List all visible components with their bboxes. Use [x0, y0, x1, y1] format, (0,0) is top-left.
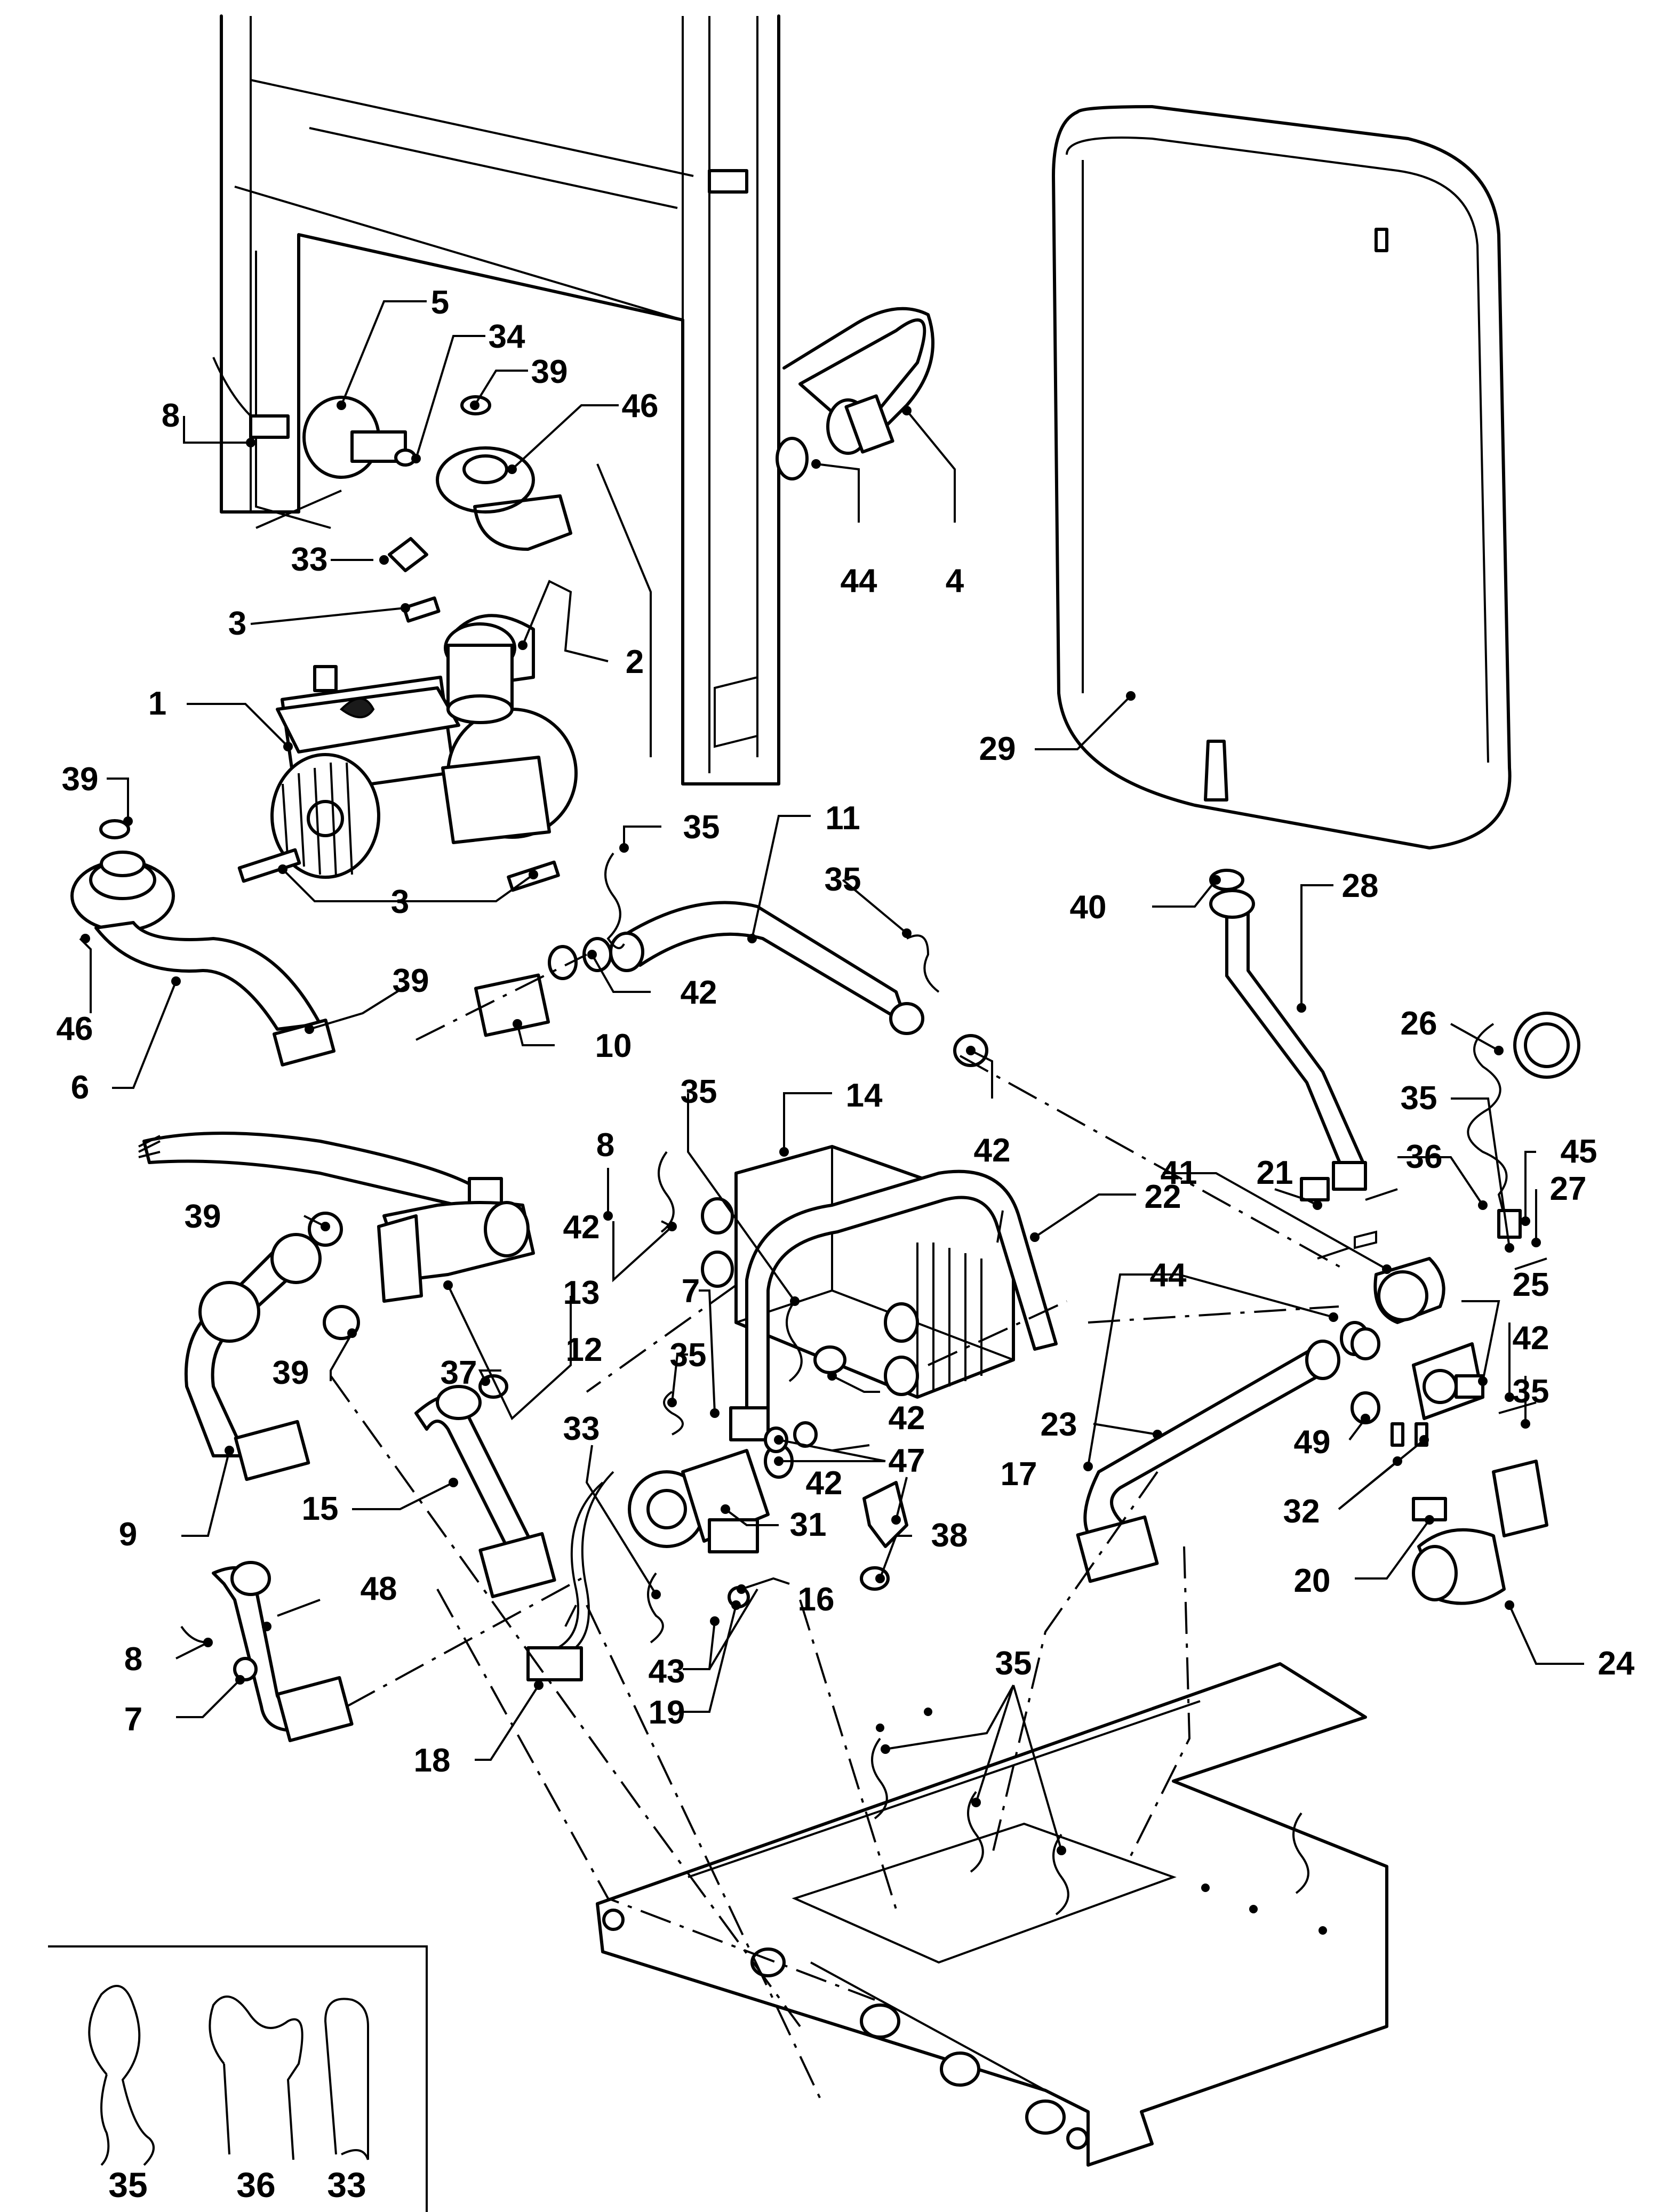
callout-10: 10 [595, 1028, 632, 1064]
callout-21: 21 [1257, 1155, 1293, 1191]
callout-48: 48 [361, 1570, 397, 1607]
callout-35: 35 [995, 1645, 1032, 1682]
callout-44: 44 [1150, 1257, 1187, 1294]
gauge-and-valve [1412, 1012, 1580, 1605]
callout-17: 17 [1001, 1456, 1037, 1493]
callout-12: 12 [566, 1332, 603, 1368]
retaining-clips [604, 852, 1547, 1916]
callout-38: 38 [931, 1517, 968, 1554]
callout-39: 39 [531, 354, 568, 390]
callout-35: 35 [670, 1337, 707, 1374]
pump-assembly [270, 614, 578, 879]
callout-8: 8 [596, 1127, 614, 1164]
callout-35: 35 [683, 809, 720, 846]
pipe-15-48 [180, 1374, 556, 1742]
callout-8: 8 [162, 397, 180, 434]
callout-19: 19 [649, 1694, 685, 1731]
callout-36: 36 [1406, 1139, 1443, 1175]
callout-6: 6 [71, 1069, 89, 1106]
callout-47: 47 [889, 1442, 925, 1479]
callout-26: 26 [1401, 1005, 1437, 1042]
callout-5: 5 [431, 284, 449, 321]
callout-23: 23 [1041, 1406, 1077, 1443]
callout-29: 29 [979, 731, 1016, 767]
callout-35: 35 [825, 861, 861, 898]
legend-label-35: 35 [108, 2165, 147, 2205]
callout-39: 39 [185, 1198, 221, 1235]
legend-label-36: 36 [236, 2165, 275, 2205]
harness-and-valve [138, 1132, 535, 1303]
callout-1: 1 [148, 685, 166, 722]
callout-42: 42 [1513, 1320, 1549, 1357]
expansion-vessel [1052, 105, 1512, 849]
callout-20: 20 [1294, 1562, 1331, 1599]
callout-43: 43 [649, 1653, 685, 1690]
callout-42: 42 [974, 1132, 1011, 1169]
mounting-bracket [596, 1662, 1388, 2167]
legend-label-33: 33 [327, 2165, 366, 2205]
callout-32: 32 [1283, 1493, 1320, 1530]
callout-22: 22 [1145, 1179, 1181, 1215]
callout-42: 42 [806, 1465, 843, 1502]
callout-33: 33 [563, 1410, 600, 1447]
callout-40: 40 [1070, 889, 1107, 926]
callout-8: 8 [124, 1641, 142, 1678]
pipe-23-28-fittings [1076, 869, 1484, 1583]
callout-35: 35 [681, 1073, 717, 1110]
clip-35-shape [88, 1985, 155, 2166]
callout-49: 49 [1294, 1424, 1331, 1461]
callout-39: 39 [393, 963, 429, 999]
leader-lines [79, 300, 1584, 1855]
callout-25: 25 [1513, 1267, 1549, 1303]
heat-exchanger [701, 1145, 1058, 1441]
callout-45: 45 [1561, 1133, 1597, 1170]
pipe-10-11 [474, 901, 988, 1067]
pipe-6-assembly [70, 819, 336, 1067]
callout-42: 42 [681, 974, 717, 1011]
callout-46: 46 [622, 388, 659, 424]
callout-42: 42 [889, 1400, 925, 1437]
callout-16: 16 [798, 1581, 835, 1618]
callout-35: 35 [1401, 1080, 1437, 1117]
callout-42: 42 [563, 1209, 600, 1246]
callout-34: 34 [489, 318, 525, 355]
clip-legend: 35 36 33 [48, 1945, 428, 2212]
callout-28: 28 [1342, 868, 1379, 904]
callout-41: 41 [1161, 1155, 1197, 1191]
callout-7: 7 [124, 1701, 142, 1738]
callout-3: 3 [391, 884, 409, 920]
assembly-lines [330, 953, 1345, 2102]
callout-14: 14 [846, 1077, 883, 1114]
clip-33-shape [324, 1998, 369, 2160]
callout-44: 44 [841, 563, 877, 599]
callout-46: 46 [57, 1011, 93, 1047]
callout-9: 9 [119, 1516, 137, 1553]
callout-3: 3 [228, 605, 246, 642]
callout-18: 18 [414, 1742, 451, 1779]
callout-13: 13 [563, 1275, 600, 1311]
callout-39: 39 [273, 1355, 309, 1391]
callout-11: 11 [825, 800, 860, 837]
callout-27: 27 [1550, 1171, 1587, 1207]
callout-35: 35 [1513, 1373, 1549, 1410]
callout-39: 39 [62, 761, 99, 798]
callout-33: 33 [291, 541, 328, 578]
callout-4: 4 [946, 563, 964, 599]
callout-7: 7 [682, 1273, 700, 1310]
callout-labels: 5 34 39 46 8 33 3 2 1 44 4 29 39 46 6 3 … [57, 284, 1635, 1779]
callout-24: 24 [1598, 1645, 1635, 1682]
top-return-pipe [776, 307, 934, 480]
upper-motor-connector [212, 357, 572, 572]
callout-15: 15 [302, 1490, 339, 1527]
callout-2: 2 [626, 644, 644, 680]
clip-36-shape [209, 1995, 303, 2160]
callout-37: 37 [441, 1355, 477, 1391]
boiler-chassis [220, 14, 780, 786]
callout-31: 31 [790, 1506, 827, 1543]
pipe-9 [184, 1212, 360, 1481]
